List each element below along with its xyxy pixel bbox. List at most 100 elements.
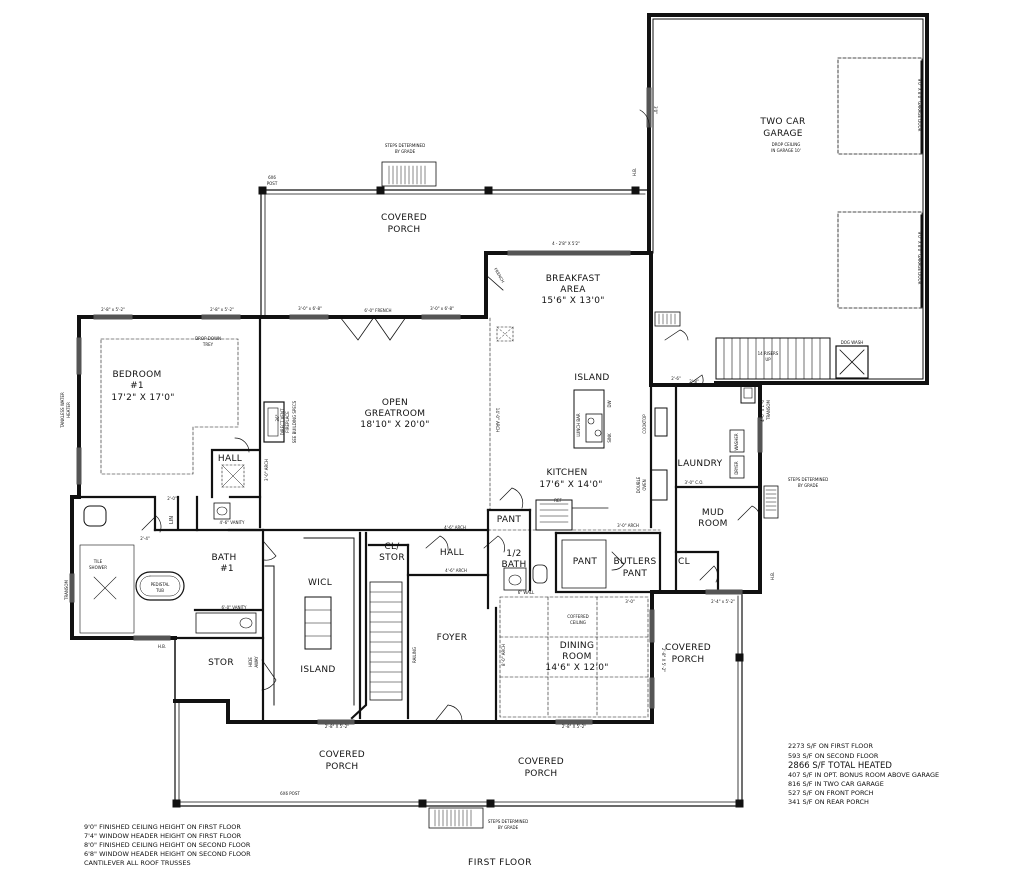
window-gr-right-label: 3'-0" x 6'-8" <box>430 306 454 311</box>
bedroom-dimensions: 17'2" X 17'0" <box>111 393 174 403</box>
hide-away-label-1: HIDE <box>248 657 253 667</box>
dryer-label: DRYER <box>734 461 739 475</box>
front-porch-left-label-2: PORCH <box>326 762 359 772</box>
garage-door-1 <box>837 57 923 155</box>
vanity-46-label: 4'-6" VANITY <box>219 520 245 525</box>
bath1-number: #1 <box>220 564 234 574</box>
note-line-4: 6'8" WINDOW HEADER HEIGHT ON SECOND FLOO… <box>84 850 251 858</box>
dog-wash-label: DOG WASH <box>841 340 864 345</box>
garage-door-2-label: 9'0" X 8'0" GARAGE DOOR <box>917 232 922 285</box>
breakfast-window-label: 4 - 2'8" X 5'2" <box>552 241 580 246</box>
stat-line-3: 2866 S/F TOTAL HEATED <box>788 761 892 771</box>
washer-label: WASHER <box>734 433 739 451</box>
rear-porch-label-1: COVERED <box>381 213 427 223</box>
mud-label-2: ROOM <box>698 519 727 529</box>
pedistal-label-1: PEDISTAL <box>151 582 171 587</box>
bedroom-label: BEDROOM <box>112 370 161 380</box>
butlers-label-1: BUTLERS <box>613 557 656 567</box>
transom-bath-label: TRANSOM <box>64 579 69 600</box>
wicl-label: WICL <box>308 578 332 588</box>
hall-bedroom-label: HALL <box>218 454 242 464</box>
french-door-breakfast-label: FRENCH <box>493 267 506 284</box>
cl-stor-label-1: CL/ <box>384 542 400 552</box>
dining-label-2: ROOM <box>562 652 591 662</box>
butlers-label-2: PANT <box>623 569 648 579</box>
cl-mud-label: CL <box>678 557 690 567</box>
right-porch-label-2: PORCH <box>672 655 705 665</box>
win-mud-label: 2'-4" x 5'-2" <box>711 599 735 604</box>
steps-top-label-2: BY GRADE <box>395 149 416 154</box>
risers-label-2: UP <box>765 357 771 362</box>
steps-bottom-label-2: BY GRADE <box>498 825 519 830</box>
stat-line-1: 2273 S/F ON FIRST FLOOR <box>788 742 873 750</box>
window-bed-2-label: 2'-8" x 5'-2" <box>210 307 234 312</box>
stor-label: STOR <box>208 658 234 668</box>
front-porch-right-label-1: COVERED <box>518 757 564 767</box>
arch-30-kit-label: 3'-0" ARCH <box>617 523 639 528</box>
stat-line-4: 407 S/F IN OPT. BONUS ROOM ABOVE GARAGE <box>788 771 939 779</box>
kitchen-label: KITCHEN <box>546 468 587 478</box>
lunch-bar-label: LUNCH BAR <box>576 413 581 437</box>
bath1-label: BATH <box>211 553 236 563</box>
co-label: 3'-0" C.O. <box>684 480 703 485</box>
half-bath-label-1: 1/2 <box>506 549 521 559</box>
rear-porch <box>260 189 650 317</box>
breakfast-label-1: BREAKFAST <box>546 274 601 284</box>
kitchen-dimensions: 17'6" X 14'0" <box>539 480 602 490</box>
tile-shower-label-1: TILE <box>93 559 103 564</box>
pedistal-label-2: TUB <box>155 588 164 593</box>
double-oven-label-1: DOUBLE <box>636 476 641 493</box>
front-porch-left-label-1: COVERED <box>319 750 365 760</box>
lin-label: LIN <box>169 516 175 524</box>
arch-80-label: 8'-0" ARCH <box>501 644 506 666</box>
drop-down-label-2: TREY <box>202 342 214 347</box>
french-gr-label: 6'-0" FRENCH <box>364 308 391 313</box>
area-stats: 2273 S/F ON FIRST FLOOR 593 S/F ON SECON… <box>788 742 939 806</box>
greatroom-label-1: OPEN <box>382 398 408 408</box>
tile-shower-label-2: SHOWER <box>89 565 107 570</box>
cooktop-label: COOKTOP <box>642 414 647 434</box>
fireplace-label-1: 36" <box>275 414 280 421</box>
post-bottom-label: 6X6 POST <box>280 791 300 796</box>
laundry-label: LAUNDRY <box>678 459 723 469</box>
greatroom-label-2: GREATROOM <box>365 409 426 419</box>
door-28-label: 2'-8" <box>689 379 699 384</box>
breakfast-dimensions: 15'6" X 13'0" <box>541 296 604 306</box>
garage-door-2 <box>837 211 923 309</box>
stat-line-2: 593 S/F ON SECOND FLOOR <box>788 752 879 760</box>
hb-left-label: H.B. <box>158 644 166 649</box>
transom-label-2: TRANSOM <box>766 399 771 420</box>
door-24-label: 2'-4" <box>140 536 150 541</box>
hide-away-label-2: AWAY <box>254 656 259 668</box>
arch-46-label: 4'-6" ARCH <box>444 525 466 530</box>
half-bath-label-2: BATH <box>501 560 526 570</box>
island-label: ISLAND <box>574 373 609 383</box>
general-notes: 9'0" FINISHED CEILING HEIGHT ON FIRST FL… <box>84 823 251 867</box>
steps-bottom-label-1: STEPS DETERMINED <box>488 819 528 824</box>
bedroom-number: #1 <box>130 381 144 391</box>
dining-label-1: DINING <box>560 641 594 651</box>
stat-line-5: 816 S/F IN TWO CAR GARAGE <box>788 780 884 788</box>
pant-mid-label: PANT <box>573 557 598 567</box>
post-top-label-1: 6X6 <box>268 175 276 180</box>
coffered-label-2: CEILING <box>570 620 586 625</box>
garage-walls <box>647 13 929 385</box>
fireplace-label-2: DIRECT VENT <box>280 408 285 435</box>
right-porch-label-1: COVERED <box>665 643 711 653</box>
door-20-label: 2'-0" <box>167 496 177 501</box>
plan-title: FIRST FLOOR <box>468 858 532 868</box>
railing-label: RAILING <box>412 647 417 663</box>
note-line-2: 7'4" WINDOW HEADER HEIGHT ON FIRST FLOOR <box>84 832 242 840</box>
garage-label-1: TWO CAR <box>759 117 805 127</box>
rear-porch-label-2: PORCH <box>388 225 421 235</box>
note-line-3: 8'0" FINISHED CEILING HEIGHT ON SECOND F… <box>84 841 251 849</box>
hall-mid-label: HALL <box>440 548 464 558</box>
post-top-label-2: POST <box>267 181 278 186</box>
dining-dimensions: 14'6" X 12'0" <box>545 663 608 673</box>
steps-right-label-1: STEPS DETERMINED <box>788 477 828 482</box>
steps-right-label-2: BY GRADE <box>798 483 819 488</box>
stat-line-6: 527 S/F ON FRONT PORCH <box>788 789 874 797</box>
garage-note-2: IN GARAGE 10' <box>771 148 801 153</box>
stat-line-7: 341 S/F ON REAR PORCH <box>788 798 869 806</box>
